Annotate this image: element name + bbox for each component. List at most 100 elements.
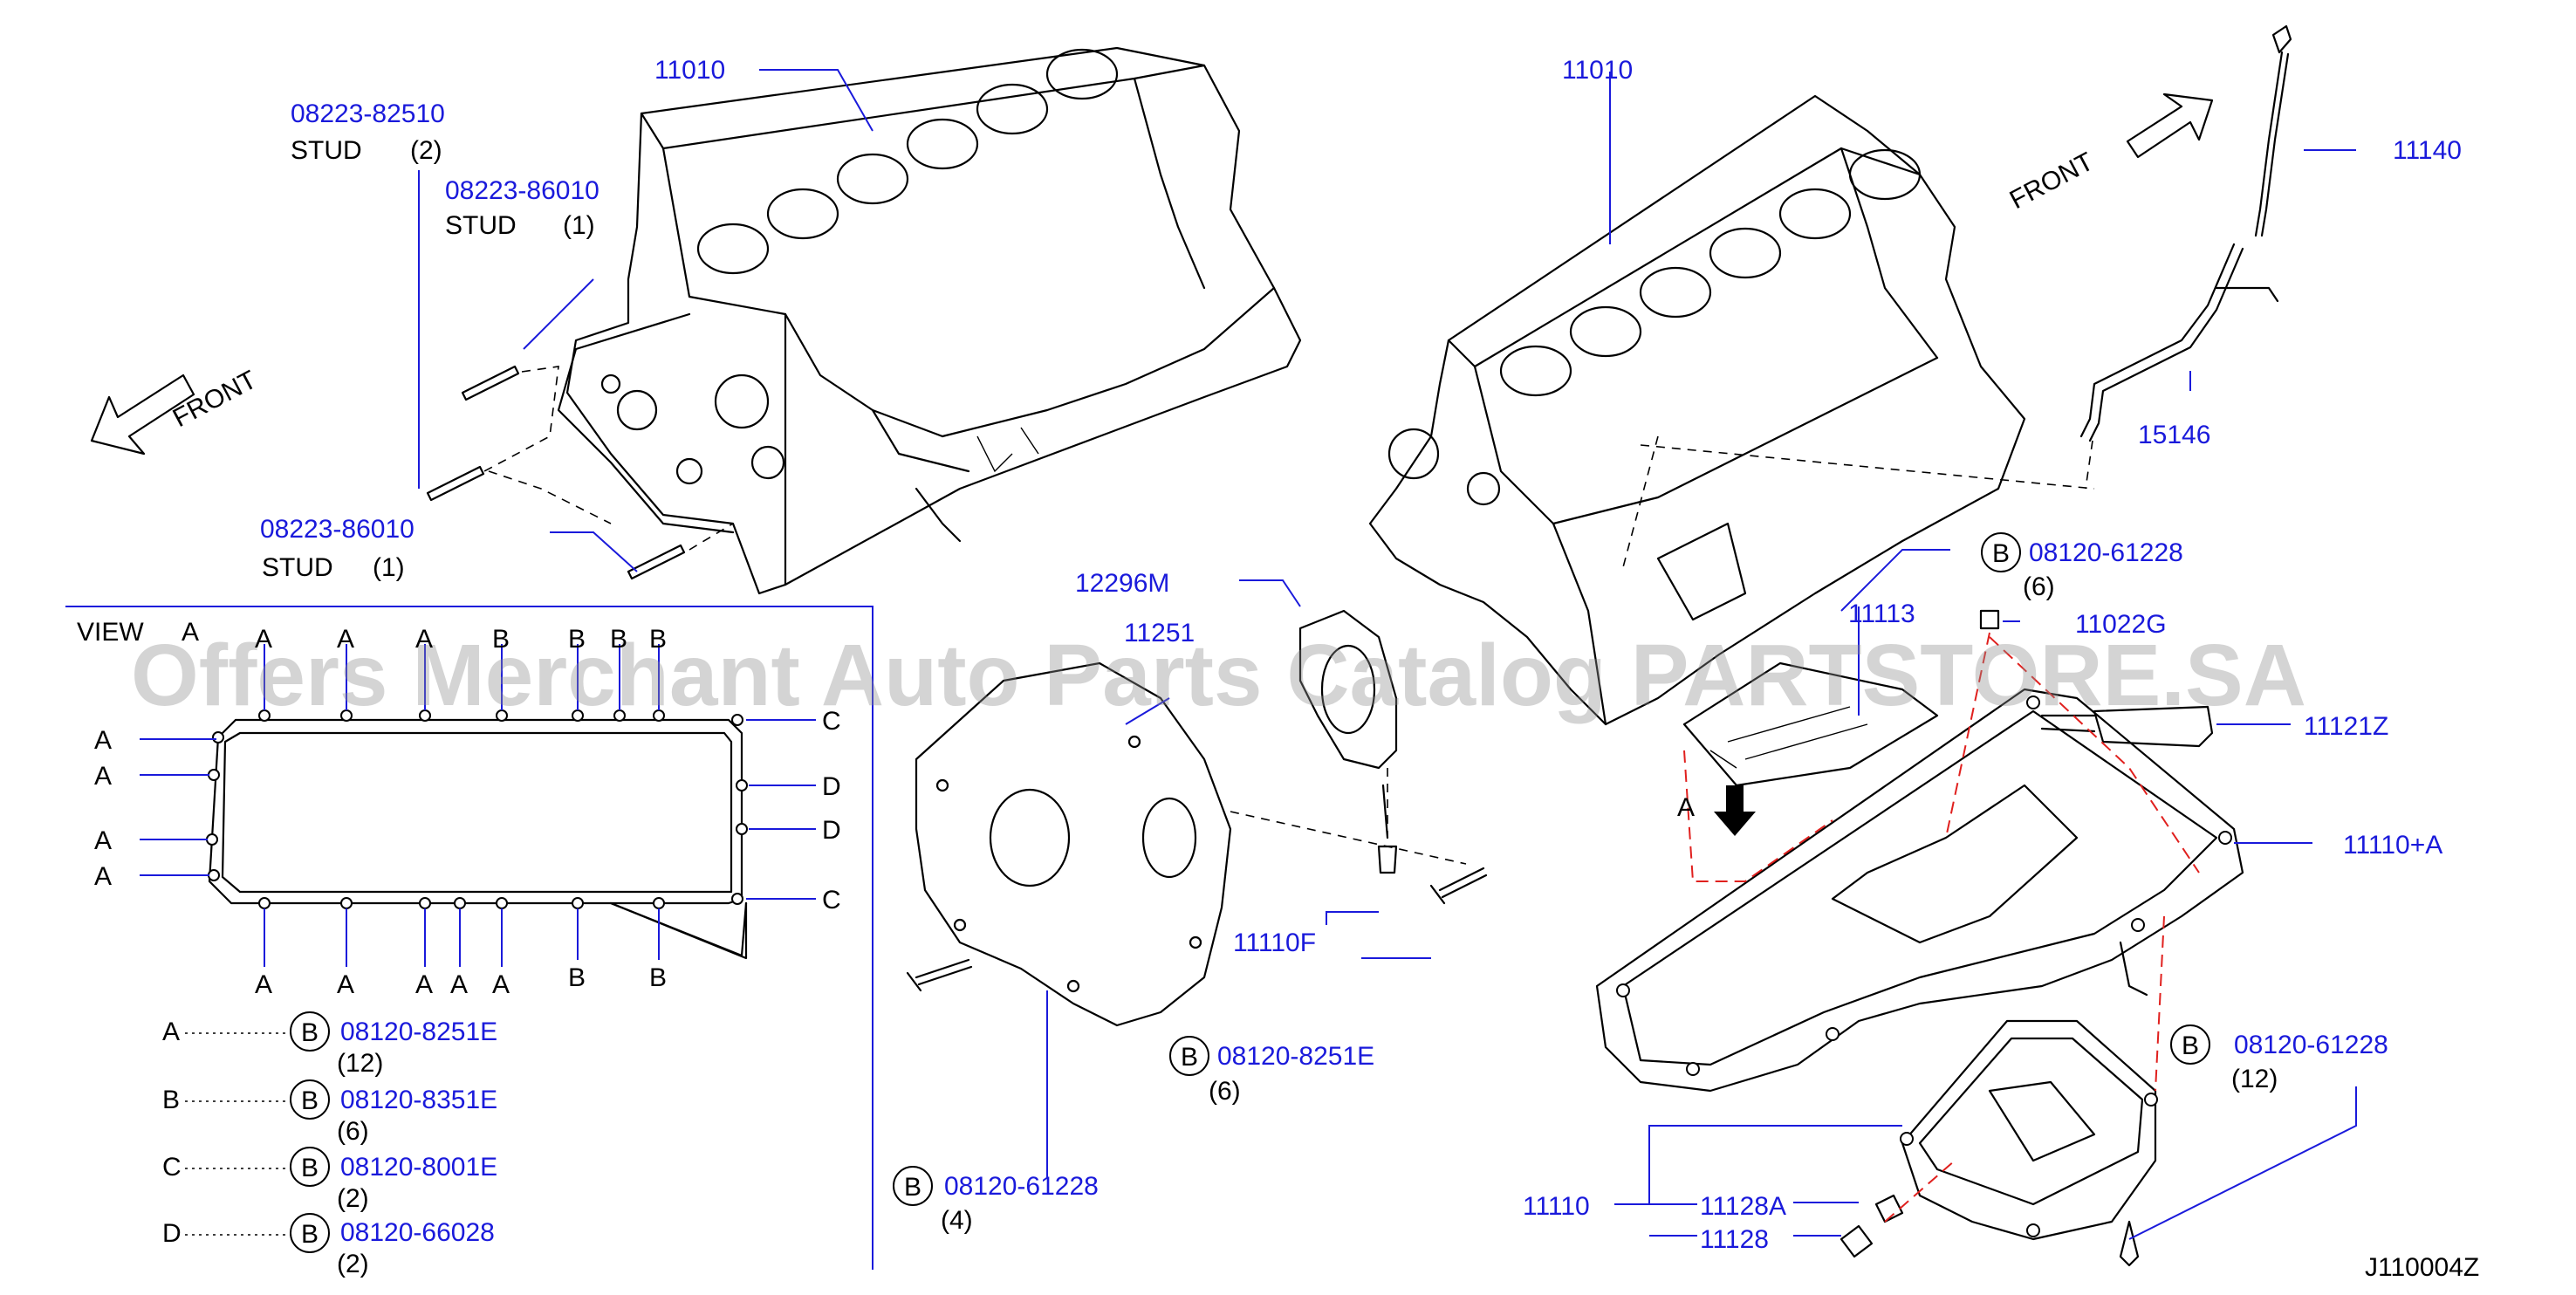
callout-11140[interactable]: 11140 [2393,136,2462,165]
legend-badge: B [301,1086,319,1115]
view-letter: A [337,970,354,999]
legend-part[interactable]: 08120-8001E [340,1153,497,1182]
legend-part[interactable]: 08120-8251E [340,1018,497,1046]
legend-key: D [162,1219,182,1248]
stud-qty-86010-bottom: (1) [373,553,405,582]
legend-badge: B [301,1154,319,1182]
arrow-ref-a: A [1677,793,1695,822]
legend-key: B [162,1086,180,1114]
bolt-qty: (4) [941,1206,973,1235]
view-ref: A [182,618,199,647]
callout-11128a[interactable]: 11128A [1700,1192,1786,1221]
bolt-callout-8251e-mid[interactable]: B 08120-8251E (6) [1169,1036,1374,1106]
bolt-callout-61228-top[interactable]: B 08120-61228 (6) [1981,532,2183,601]
view-letter: A [94,826,112,855]
legend-row-d[interactable]: D B 08120-66028 (2) [162,1213,495,1278]
legend-key: A [162,1018,180,1046]
drain-plug-upper [1979,609,2000,630]
view-letter: A [255,970,272,999]
view-letter: A [415,625,433,654]
view-letter: B [492,625,510,654]
legend-key: C [162,1153,182,1182]
view-letter: A [94,762,112,791]
callout-11110-plus-a[interactable]: 11110+A [2343,831,2442,860]
callout-08223-82510[interactable]: 08223-82510 [291,99,445,128]
stud-qty-86010-top: (1) [563,211,595,240]
oil-pan-lower [1840,1019,2158,1267]
bolt-badge: B [1992,539,2010,568]
view-letter: B [649,963,667,992]
watermark-text: Offers Merchant Auto Parts Catalog PARTS… [131,627,2306,724]
callout-15146[interactable]: 15146 [2138,421,2210,449]
diagram-code: J110004Z [2365,1253,2479,1282]
callout-11022g[interactable]: 11022G [2075,610,2167,639]
legend-part[interactable]: 08120-66028 [340,1218,495,1247]
stud-label-82510: STUD [291,136,362,165]
callout-08223-86010-top[interactable]: 08223-86010 [445,176,599,205]
view-letter: A [415,970,433,999]
view-letter: B [568,625,586,654]
front-label-right: FRONT [2005,147,2099,216]
legend-qty: (12) [337,1049,383,1078]
callout-11010-left[interactable]: 11010 [654,56,725,85]
bolt-part[interactable]: 08120-61228 [2234,1031,2388,1059]
view-letter: C [822,707,841,736]
bolt-badge: B [904,1173,921,1202]
legend: A B 08120-8251E (12) B B 08120-8351E (6)… [162,1011,497,1278]
stud-parts-left [426,365,734,580]
view-letter: A [337,625,354,654]
callout-12296m[interactable]: 12296M [1075,569,1169,598]
legend-row-b[interactable]: B B 08120-8351E (6) [162,1079,497,1146]
cylinder-block-left [557,46,1302,595]
legend-badge: B [301,1018,319,1047]
rear-plate [906,661,1488,1027]
view-letter: B [649,625,667,654]
view-letter: A [492,970,510,999]
bolt-part[interactable]: 08120-61228 [2029,538,2183,567]
view-letter: C [822,886,841,915]
bolt-callout-61228-right[interactable]: B 08120-61228 (12) [2170,1024,2388,1093]
legend-row-a[interactable]: A B 08120-8251E (12) [162,1011,497,1078]
legend-qty: (2) [337,1250,369,1278]
view-letter: B [568,963,586,992]
bolt-callout-61228-left[interactable]: B 08120-61228 (4) [893,1166,1099,1235]
view-letters-bottom: A A A A A B B [255,963,667,999]
view-letter: A [94,726,112,755]
seal-retainer [1298,609,1398,874]
callout-11113[interactable]: 11113 [1848,600,1915,628]
cylinder-block-right [1368,94,2095,726]
oil-pan-upper [1595,688,2244,1093]
view-letter: B [610,625,627,654]
stud-label-86010-bottom: STUD [262,553,333,582]
callout-11010-right[interactable]: 11010 [1562,56,1633,85]
callout-11110f[interactable]: 11110F [1233,928,1316,957]
view-letters-left: A A A A [94,726,112,891]
oil-strainer [2040,705,2214,748]
view-a-panel [65,606,874,1270]
bolt-part[interactable]: 08120-61228 [944,1172,1099,1201]
callout-11121z[interactable]: 11121Z [2304,712,2388,741]
legend-row-c[interactable]: C B 08120-8001E (2) [162,1147,497,1213]
bolt-qty: (12) [2231,1065,2278,1093]
callout-08223-86010-bottom[interactable]: 08223-86010 [260,515,414,544]
reference-dashes [1683,632,2200,1092]
view-letter: A [255,625,272,654]
view-arrow-icon [1714,785,1756,836]
bolt-qty: (6) [2023,572,2055,601]
callout-11110[interactable]: 11110 [1523,1192,1590,1221]
bolt-qty: (6) [1209,1077,1241,1106]
callout-11251[interactable]: 11251 [1124,619,1195,648]
legend-qty: (6) [337,1117,369,1146]
bolt-badge: B [2182,1031,2199,1060]
bolt-badge: B [1181,1043,1198,1072]
stud-label-86010-top: STUD [445,211,517,240]
front-arrow-right-icon [2126,92,2214,159]
view-letters-top: A A A B B B B [255,625,667,654]
legend-qty: (2) [337,1184,369,1213]
bolt-part[interactable]: 08120-8251E [1217,1042,1374,1071]
legend-badge: B [301,1220,319,1249]
legend-part[interactable]: 08120-8351E [340,1086,497,1114]
view-letter: A [94,862,112,891]
callout-11128[interactable]: 11128 [1700,1225,1769,1254]
